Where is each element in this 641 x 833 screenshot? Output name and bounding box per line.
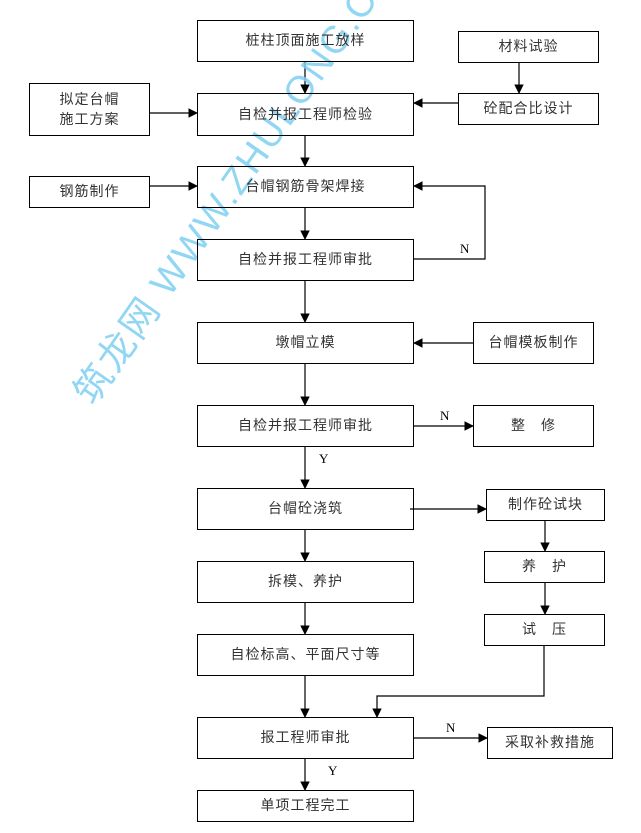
- node-make-test-block: 制作砼试块: [486, 489, 605, 521]
- node-concrete-pouring: 台帽砼浇筑: [197, 488, 414, 530]
- node-self-check-approval-2: 自检并报工程师审批: [197, 405, 414, 447]
- node-material-test: 材料试验: [458, 31, 599, 63]
- edge-label-n10-n11: Y: [328, 763, 338, 778]
- node-rebar-fabrication: 钢筋制作: [29, 176, 150, 208]
- node-cap-formwork: 墩帽立模: [197, 322, 414, 364]
- node-construction-plan: 拟定台帽 施工方案: [29, 83, 150, 136]
- node-pile-top-layout: 桩柱顶面施工放样: [197, 20, 414, 62]
- node-check-elevation-size: 自检标高、平面尺寸等: [197, 634, 414, 676]
- edge-n4-to-n3: [413, 181, 486, 260]
- edge-label-n4-n3: N: [460, 241, 470, 256]
- node-self-check-approval-1: 自检并报工程师审批: [197, 239, 414, 281]
- node-compression-test: 试 压: [484, 614, 605, 646]
- node-cure-block: 养 护: [484, 551, 605, 583]
- node-engineer-approval: 报工程师审批: [197, 717, 414, 759]
- node-project-complete: 单项工程完工: [197, 790, 414, 822]
- node-self-check-inspection: 自检并报工程师检验: [197, 93, 414, 136]
- edge-label-n10-s10: N: [446, 720, 456, 735]
- edge-label-n6-s6: N: [440, 408, 450, 423]
- edge-label-n6-n7: Y: [319, 451, 329, 466]
- node-formwork-fabrication: 台帽模板制作: [473, 322, 594, 364]
- node-remedial-measures: 采取补救措施: [487, 727, 613, 759]
- node-rectify: 整 修: [473, 405, 594, 447]
- node-remove-form-curing: 拆模、养护: [197, 561, 414, 603]
- node-mix-design: 砼配合比设计: [458, 93, 599, 125]
- edge-s9-to-n10: [372, 646, 545, 718]
- node-rebar-cage-welding: 台帽钢筋骨架焊接: [197, 166, 414, 208]
